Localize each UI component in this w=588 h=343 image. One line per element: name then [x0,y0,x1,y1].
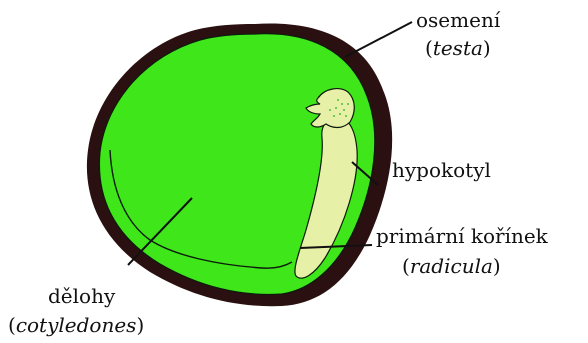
radicle-latin-label: (radicula) [402,256,501,276]
cotyledons-latin-text: cotyledones [16,313,137,337]
testa-latin-text: testa [433,36,483,60]
hypocotyl-label: hypokotyl [392,160,491,180]
testa-latin-label: (testa) [425,38,491,58]
testa-label: osemení [416,10,500,30]
radicle-label: primární kořínek [376,226,548,246]
testa-leader-line [345,22,412,57]
cotyledons-label: dělohy [48,286,115,306]
radicle-latin-text: radicula [410,254,493,278]
cotyledons-latin-label: (cotyledones) [8,315,144,335]
